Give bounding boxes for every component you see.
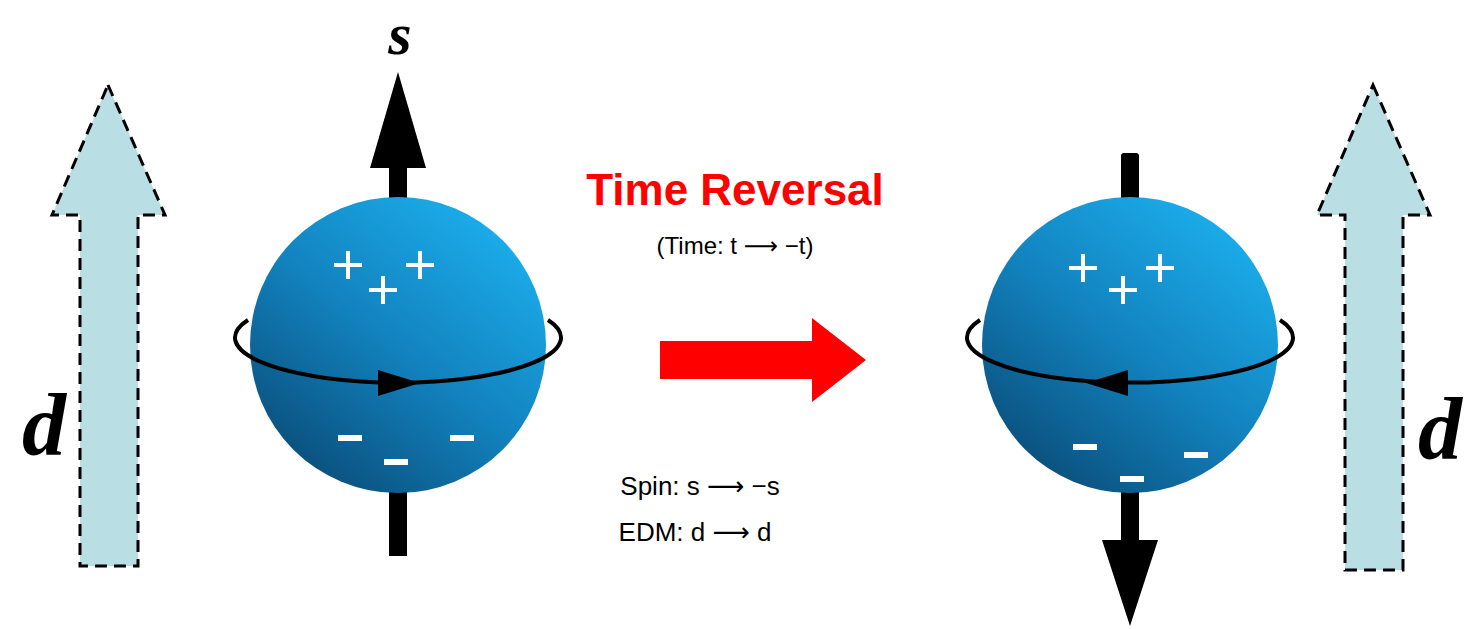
particle-sphere (250, 197, 546, 493)
rotation-arrowhead (378, 370, 420, 396)
plus-sign (406, 251, 434, 279)
edm-symbol: d (1418, 382, 1462, 479)
plus-sign (1109, 276, 1137, 304)
positive-charges (334, 251, 434, 304)
rotation-curve (967, 320, 1293, 383)
rotation-curve (235, 320, 561, 383)
minus-sign (338, 435, 362, 441)
spin-relation: Spin: s ⟶ −s (620, 472, 779, 501)
negative-charges (1073, 444, 1208, 482)
spin-arrow (1102, 488, 1158, 626)
particle-sphere (982, 197, 1278, 493)
spin-arrow (370, 72, 426, 200)
minus-sign (1184, 452, 1208, 458)
minus-sign (1120, 476, 1144, 482)
plus-sign (1146, 254, 1174, 282)
minus-sign (384, 459, 408, 465)
spin-symbol: s (388, 1, 411, 67)
spin-stick (389, 488, 407, 556)
plus-sign (1069, 254, 1097, 282)
time-relation: (Time: t ⟶ −t) (657, 233, 814, 259)
plus-sign (334, 251, 362, 279)
edm-arrow (52, 85, 165, 566)
edm-symbol: d (22, 378, 66, 475)
rotation-arrowhead (1086, 370, 1128, 396)
edm-arrow (1317, 85, 1430, 570)
positive-charges (1069, 254, 1174, 304)
negative-charges (338, 435, 474, 465)
minus-sign (450, 435, 474, 441)
transform-title: Time Reversal (586, 166, 884, 214)
edm-relation: EDM: d ⟶ d (619, 518, 772, 547)
plus-sign (369, 276, 397, 304)
spin-stick (1121, 153, 1139, 201)
minus-sign (1073, 444, 1097, 450)
transform-arrow (660, 318, 866, 402)
